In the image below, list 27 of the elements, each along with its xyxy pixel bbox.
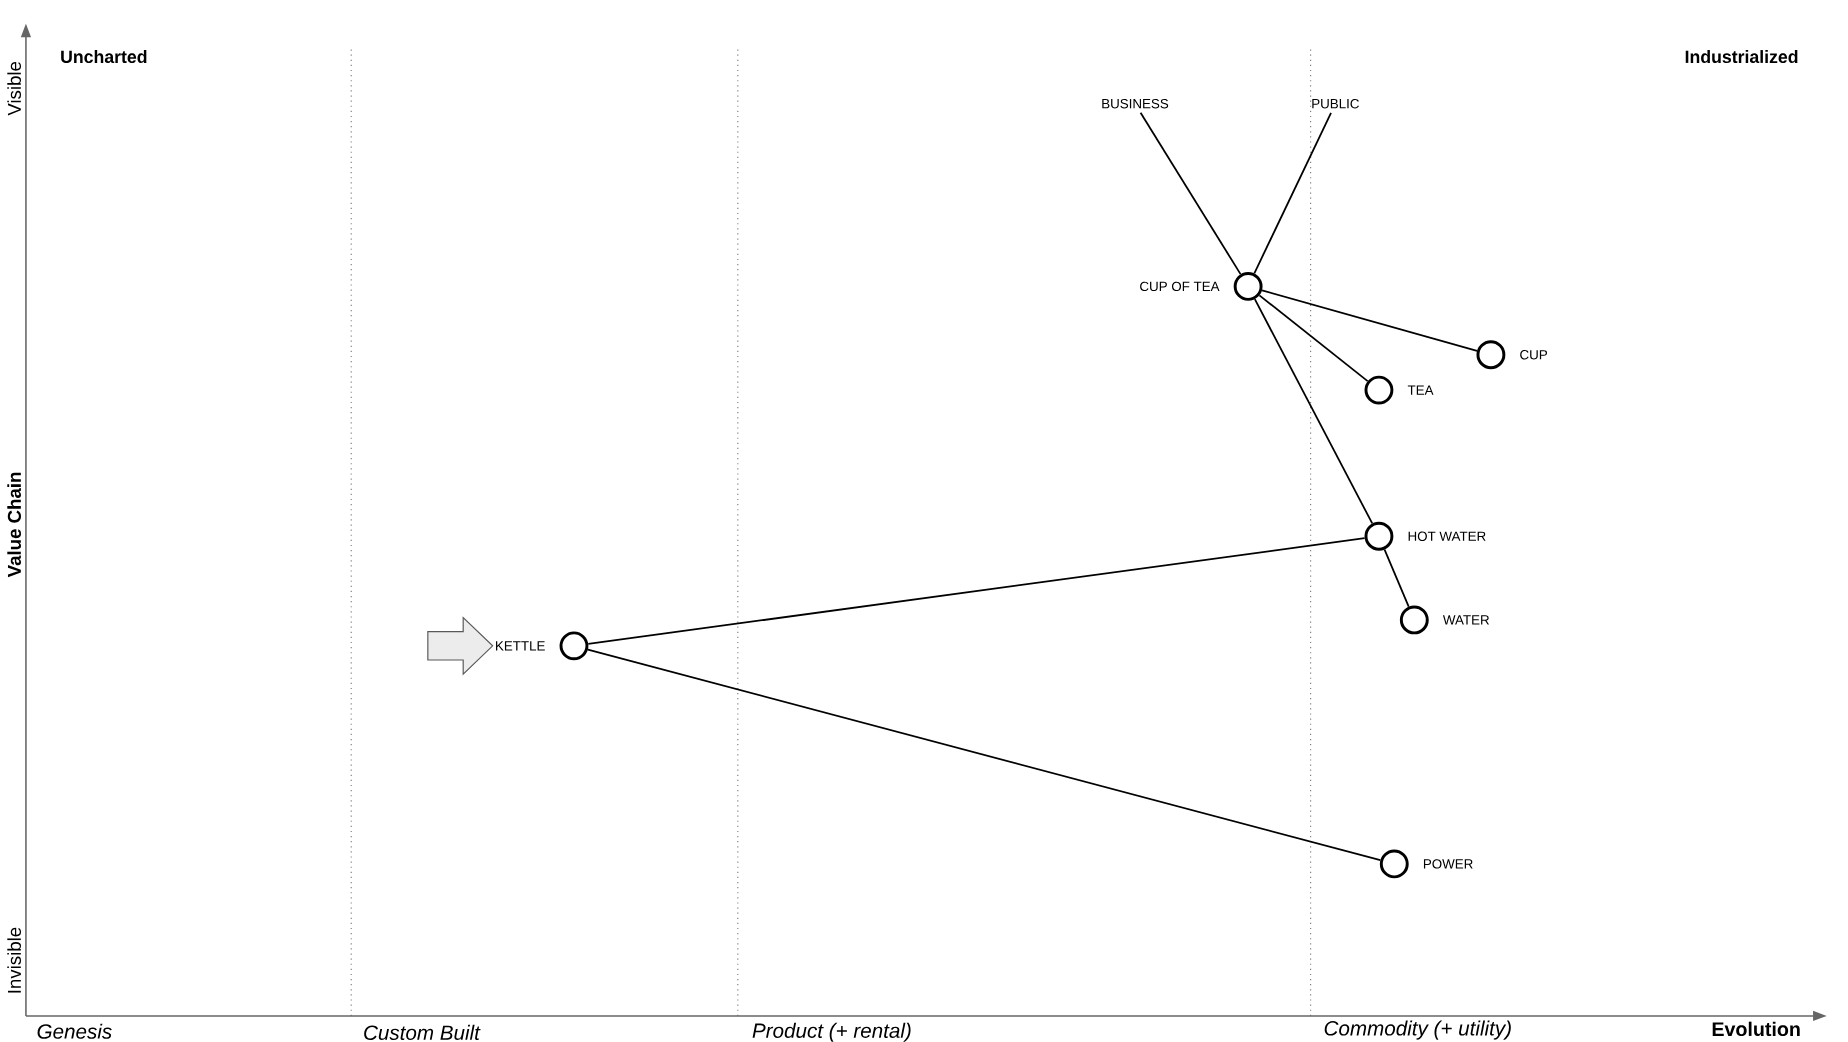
component-label: WATER bbox=[1442, 615, 1489, 625]
connector-line bbox=[1383, 548, 1410, 608]
component-label: BUSINESS bbox=[1102, 99, 1169, 109]
connector-line bbox=[587, 537, 1366, 645]
axis-label: Custom Built bbox=[364, 1024, 481, 1041]
connector-line bbox=[587, 648, 1382, 862]
component-label: PUBLIC bbox=[1312, 99, 1359, 109]
axis-label: Evolution bbox=[1712, 1021, 1800, 1037]
axis-label: Uncharted bbox=[61, 50, 147, 64]
axis-label: Visible bbox=[7, 62, 21, 116]
axis-label: Value Chain bbox=[7, 472, 21, 578]
connector-line bbox=[1258, 294, 1369, 383]
axis-label: Invisible bbox=[7, 927, 21, 993]
component-label: CUP bbox=[1520, 350, 1547, 360]
component-label: POWER bbox=[1423, 859, 1473, 869]
connector-line bbox=[1253, 298, 1374, 525]
axis-label: Product (+ rental) bbox=[752, 1022, 911, 1042]
component-label: HOT WATER bbox=[1408, 531, 1486, 542]
component-label: KETTLE bbox=[496, 641, 545, 651]
axis-label: Industrialized bbox=[1685, 50, 1798, 64]
connector-line bbox=[1139, 111, 1242, 276]
axis-label: Genesis bbox=[37, 1023, 112, 1039]
connector-line bbox=[1253, 111, 1332, 275]
axis-label: Commodity (+ utility) bbox=[1324, 1020, 1511, 1040]
component-label: CUP OF TEA bbox=[1140, 281, 1220, 292]
connector-line bbox=[1261, 289, 1478, 352]
component-label: TEA bbox=[1407, 385, 1434, 395]
